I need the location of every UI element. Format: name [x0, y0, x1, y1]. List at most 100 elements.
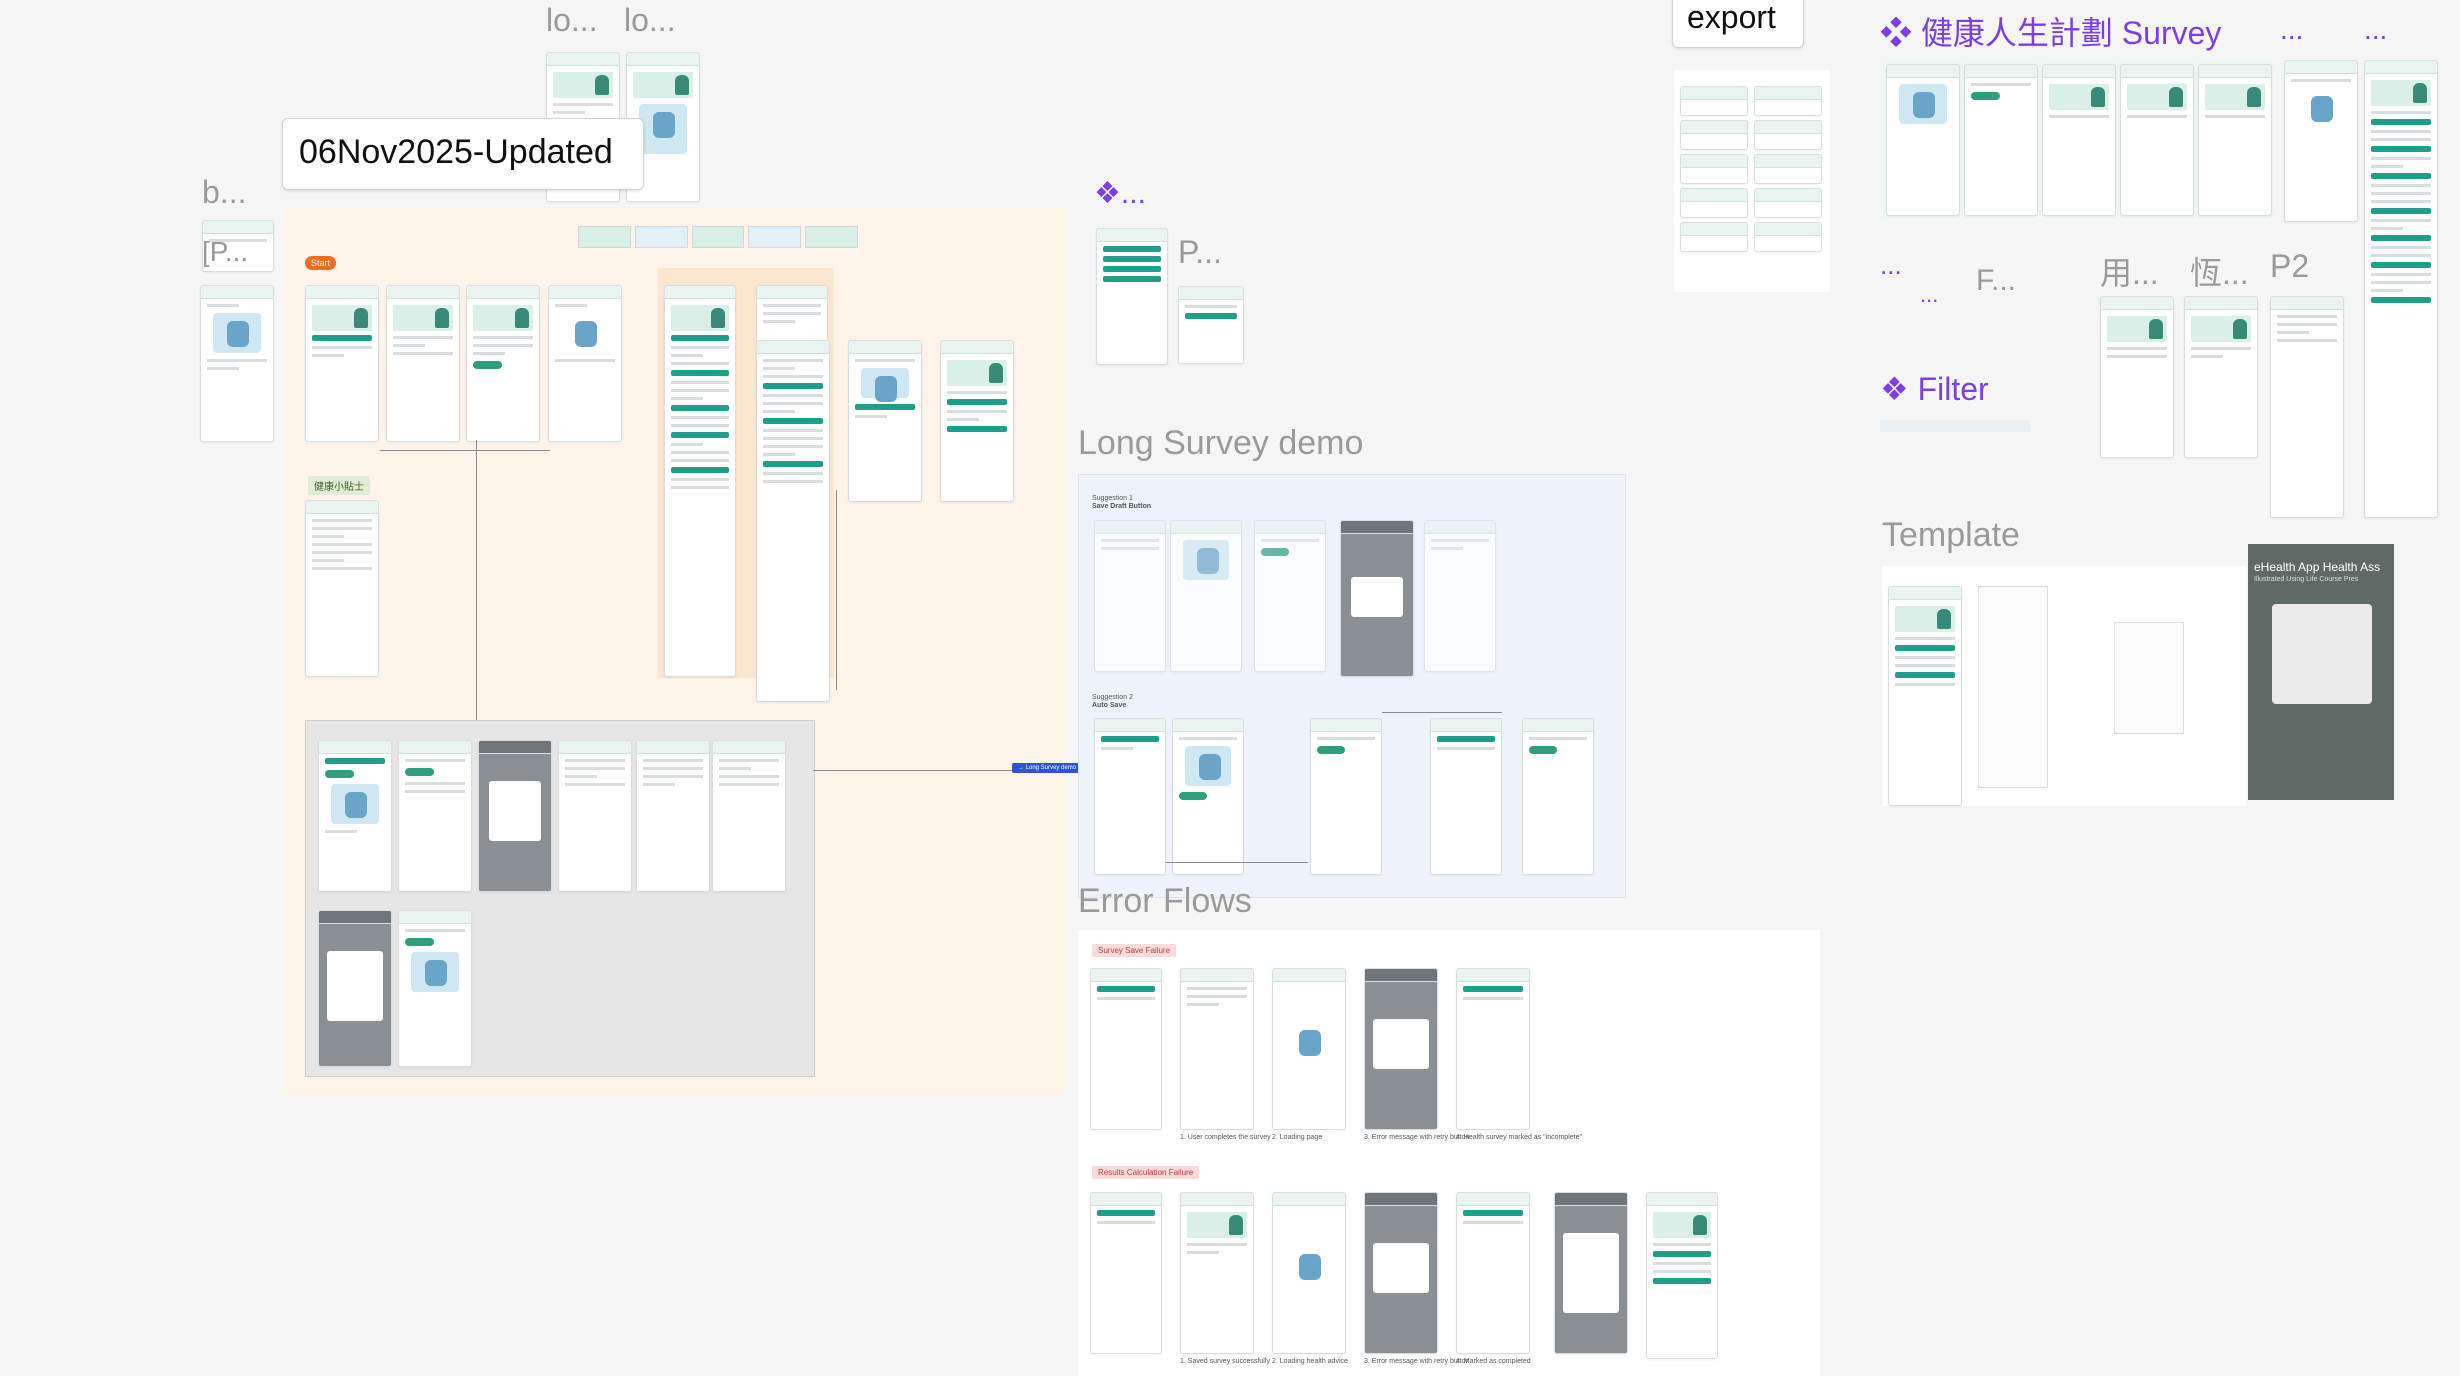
component-screen[interactable] [2100, 296, 2174, 458]
screen-thumbnail[interactable] [200, 285, 274, 442]
frame-title-f[interactable]: F... [1976, 264, 2017, 297]
survey-screen[interactable] [712, 740, 786, 892]
component-frame-title[interactable]: ❖ Filter [1880, 370, 1989, 408]
tip-card-label[interactable]: 健康小貼士 [308, 476, 370, 495]
survey-screen[interactable] [398, 910, 472, 1067]
results-calc-failure-tag[interactable]: Results Calculation Failure [1092, 1166, 1200, 1179]
error-screen[interactable] [1180, 1192, 1254, 1354]
frame-title-dots[interactable]: ... [2364, 14, 2388, 45]
draft-dialog-screen[interactable] [318, 910, 392, 1067]
frame-title-heng[interactable]: 恆... [2190, 255, 2249, 291]
section-title-long-survey[interactable]: Long Survey demo [1078, 424, 1364, 462]
flow-connector [380, 450, 550, 451]
error-dialog-screen[interactable] [1364, 968, 1438, 1130]
suggestion-label: Suggestion 1 [1092, 495, 1133, 502]
frame-title-lo-1[interactable]: lo... [546, 2, 598, 38]
flow-connector [1166, 862, 1308, 863]
component-frame-title[interactable]: ❖ 健康人生計劃 Survey [1880, 8, 2221, 54]
flow-screen[interactable] [848, 340, 922, 502]
section-title-template[interactable]: Template [1882, 516, 2020, 554]
long-survey-link[interactable]: → Long Survey demo [1012, 763, 1083, 773]
flow-screen[interactable] [466, 285, 540, 442]
survey-screen[interactable] [398, 740, 472, 892]
error-screen[interactable] [1646, 1192, 1718, 1359]
survey-screen[interactable] [558, 740, 632, 892]
error-caption: 2. Loading page [1272, 1134, 1323, 1141]
frame-title-b[interactable]: b... [202, 174, 247, 210]
export-panel [1674, 70, 1830, 292]
survey-screen[interactable] [636, 740, 710, 892]
auto-save-screen[interactable] [1172, 718, 1244, 875]
long-survey-dialog-screen[interactable] [1340, 520, 1414, 677]
error-screen[interactable] [1180, 968, 1254, 1130]
error-screen[interactable] [1456, 1192, 1530, 1354]
frame-title-dots[interactable]: ... [2280, 14, 2304, 45]
component-screen[interactable] [2284, 60, 2358, 222]
ehealth-subtitle: Illustrated Using Life Course Pres [2254, 576, 2359, 583]
flow-screen[interactable] [940, 340, 1014, 502]
survey-save-failure-tag[interactable]: Survey Save Failure [1092, 944, 1177, 957]
frame-title-yong[interactable]: 用... [2100, 255, 2159, 291]
error-caption: 4. Health survey marked as "incomplete" [1456, 1134, 1582, 1141]
flow-screen[interactable] [386, 285, 460, 442]
error-screen[interactable] [1456, 968, 1530, 1130]
error-caption: 1. User completes the survey [1180, 1134, 1271, 1141]
start-badge[interactable]: Start [305, 256, 337, 270]
error-dialog-screen[interactable] [1554, 1192, 1628, 1354]
long-survey-screen[interactable] [1254, 520, 1326, 672]
flow-screen[interactable] [305, 285, 379, 442]
ehealth-cover-panel[interactable]: eHealth App Health Ass Illustrated Using… [2248, 544, 2394, 800]
error-screen[interactable] [1090, 968, 1162, 1130]
long-survey-screen[interactable] [1170, 520, 1242, 672]
flow-connector [1382, 712, 1502, 713]
auto-save-screen[interactable] [1310, 718, 1382, 875]
error-caption: 4. Marked as completed [1456, 1358, 1531, 1365]
auto-save-label: Auto Save [1092, 702, 1127, 709]
long-survey-screen[interactable] [1094, 520, 1166, 672]
flow-connector [476, 440, 477, 720]
flow-screen[interactable] [548, 285, 622, 442]
section-title-error-flows[interactable]: Error Flows [1078, 882, 1252, 920]
frame-title-p-bracket[interactable]: [P... [202, 236, 249, 267]
frame-title-lo-2[interactable]: lo... [624, 2, 676, 38]
updated-sticky-note[interactable]: 06Nov2025-Updated [282, 118, 644, 190]
frame-title-p2[interactable]: P2 [2270, 248, 2310, 284]
survey-dialog-screen[interactable] [478, 740, 552, 892]
survey-plan-panel [1880, 58, 2272, 218]
export-sticky-note[interactable]: export [1672, 0, 1804, 48]
results-long-screen[interactable] [664, 285, 736, 677]
filter-component[interactable] [1880, 420, 2030, 432]
export-label: export [1687, 0, 1776, 35]
component-diamond-icon: ❖ [1880, 15, 1921, 51]
component-screen[interactable] [2184, 296, 2258, 458]
component-screen[interactable] [1096, 228, 1168, 365]
component-screen[interactable] [2270, 296, 2344, 518]
detail-long-screen[interactable] [756, 340, 830, 702]
component-long-screen[interactable] [2364, 60, 2438, 518]
auto-save-screen[interactable] [1094, 718, 1166, 875]
frame-title-dots[interactable]: ... [1880, 250, 1902, 280]
flow-connector [836, 490, 837, 690]
error-caption: 2. Loading health advice [1272, 1358, 1348, 1365]
component-frame-label: ... [1120, 177, 1146, 210]
error-screen[interactable] [1272, 968, 1346, 1130]
auto-save-screen[interactable] [1430, 718, 1502, 875]
template-panel [1882, 566, 2246, 806]
ehealth-title: eHealth App Health Ass [2254, 560, 2381, 574]
error-dialog-screen[interactable] [1364, 1192, 1438, 1354]
component-frame-title[interactable]: ❖... [1094, 176, 1146, 211]
error-screen[interactable] [1090, 1192, 1162, 1354]
updated-date-label: 06Nov2025-Updated [299, 133, 613, 171]
frame-title-dots[interactable]: ... [1920, 282, 1939, 307]
error-screen[interactable] [1272, 1192, 1346, 1354]
auto-save-screen[interactable] [1522, 718, 1594, 875]
long-survey-screen[interactable] [1424, 520, 1496, 672]
frame-title-p[interactable]: P... [1178, 234, 1222, 270]
suggestion-label: Suggestion 2 [1092, 694, 1133, 701]
screen-thumbnail[interactable] [202, 220, 274, 272]
survey-screen[interactable] [318, 740, 392, 892]
component-diamond-icon: ❖ [1094, 177, 1121, 210]
component-screen[interactable] [1178, 286, 1244, 364]
flow-connector [813, 770, 1013, 771]
tip-screen[interactable] [305, 500, 379, 677]
